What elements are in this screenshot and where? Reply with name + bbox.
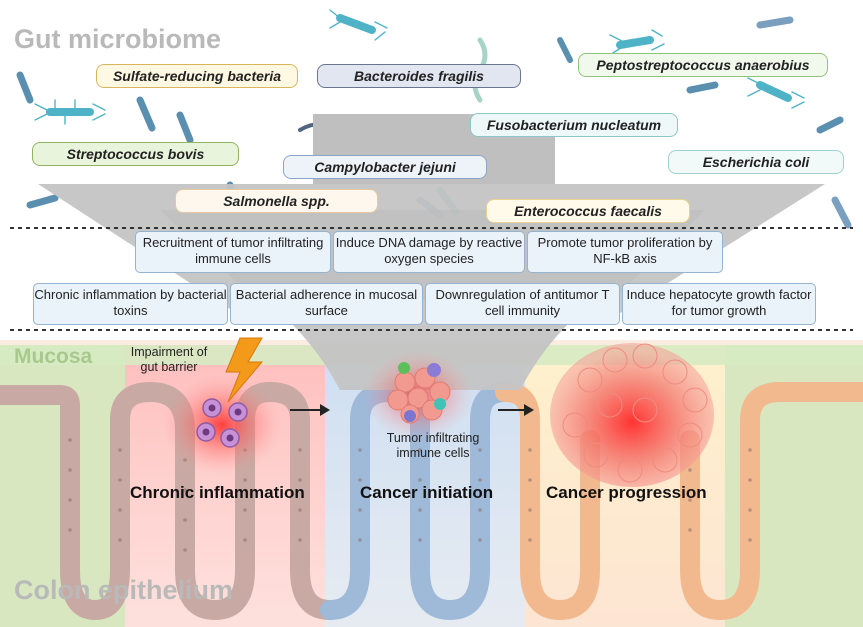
bacterium-label: Enterococcus faecalis xyxy=(486,199,690,223)
rod-bacterium-icon xyxy=(686,81,719,94)
bacterium-label: Peptostreptococcus anaerobius xyxy=(578,53,828,77)
rod-bacterium-icon xyxy=(26,194,59,209)
colon-epithelium-title: Colon epithelium xyxy=(14,575,233,605)
arrow-right-icon xyxy=(498,404,534,416)
rod-bacterium-icon xyxy=(831,196,852,229)
bacterium-label: Bacteroides fragilis xyxy=(317,64,521,88)
background-bacteria xyxy=(16,9,852,229)
immune-cell-icon xyxy=(427,363,441,377)
mechanism-box: Induce DNA damage by reactive oxygen spe… xyxy=(333,231,525,273)
flagellated-bacterium-icon xyxy=(756,81,792,102)
rod-bacterium-icon xyxy=(176,111,194,144)
gut-microbiome-title: Gut microbiome xyxy=(14,24,222,54)
tumor-mass xyxy=(550,343,714,487)
flagellated-bacterium-icon xyxy=(336,14,376,34)
immune-cell-icon xyxy=(434,398,446,410)
inflammation-glow xyxy=(162,375,282,475)
rod-bacterium-icon xyxy=(16,71,34,104)
bacterium-label: Escherichia coli xyxy=(668,150,844,174)
stage-cancer-initiation: Cancer initiation xyxy=(360,483,494,502)
barrier-impairment-label: Impairment of gut barrier xyxy=(130,345,208,374)
bacterium-label: Campylobacter jejuni xyxy=(283,155,487,179)
stage-cancer-progression: Cancer progression xyxy=(546,483,707,502)
tumor-cell-texture xyxy=(562,343,708,483)
bacterium-label: Fusobacterium nucleatum xyxy=(470,113,678,137)
lightning-bolt-icon xyxy=(225,337,264,403)
flagellated-bacterium-icon xyxy=(616,36,654,49)
mechanism-box: Recruitment of tumor infiltrating immune… xyxy=(135,231,331,273)
immune-cell-icon xyxy=(404,410,416,422)
immune-cell-icon xyxy=(398,362,410,374)
immune-cell-icon xyxy=(196,398,248,448)
mucosa-label: Mucosa xyxy=(14,345,93,368)
crypt-cell-dots xyxy=(68,438,752,552)
immune-cells-label: Tumor infiltrating immune cells xyxy=(386,431,480,460)
mechanism-box: Induce hepatocyte growth factor for tumo… xyxy=(622,283,816,325)
rod-bacterium-icon xyxy=(557,37,573,63)
bacterium-label: Streptococcus bovis xyxy=(32,142,239,166)
arrow-right-icon xyxy=(290,404,330,416)
stage-chronic-inflammation: Chronic inflammation xyxy=(130,483,305,502)
rod-bacterium-icon xyxy=(816,116,844,134)
bacterium-label: Salmonella spp. xyxy=(175,189,378,213)
rod-bacterium-icon xyxy=(756,16,794,29)
rod-bacterium-icon xyxy=(136,96,156,132)
mechanism-box: Chronic inflammation by bacterial toxins xyxy=(33,283,228,325)
mechanism-box: Promote tumor proliferation by NF-kB axi… xyxy=(527,231,723,273)
mechanism-box: Bacterial adherence in mucosal surface xyxy=(230,283,423,325)
mechanism-box: Downregulation of antitumor T cell immun… xyxy=(425,283,620,325)
bacterium-label: Sulfate-reducing bacteria xyxy=(96,64,298,88)
